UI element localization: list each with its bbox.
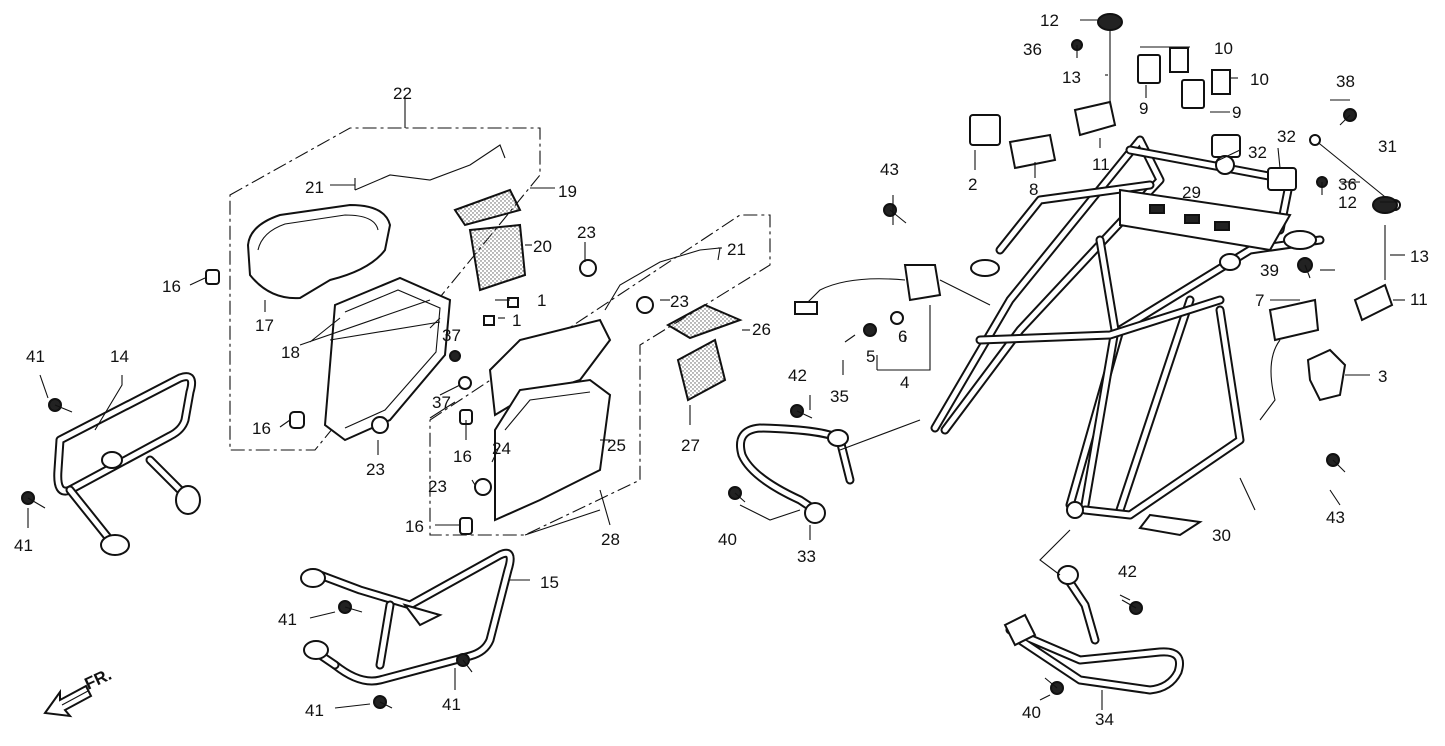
group-28-frame bbox=[429, 214, 771, 536]
crash-guard-14 bbox=[53, 372, 201, 556]
label-23d: 23 bbox=[428, 477, 447, 496]
label-5: 5 bbox=[866, 347, 875, 366]
label-13b: 13 bbox=[1410, 247, 1429, 266]
part-labels: 1 1 2 3 4 5 6 7 8 9 9 10 10 11 11 12 12 … bbox=[14, 11, 1429, 729]
label-14: 14 bbox=[110, 347, 129, 366]
label-42b: 42 bbox=[1118, 562, 1137, 581]
label-1a: 1 bbox=[537, 291, 546, 310]
label-31: 31 bbox=[1378, 137, 1397, 156]
label-29: 29 bbox=[1182, 183, 1201, 202]
bracket-21-right bbox=[604, 247, 721, 311]
label-11a: 11 bbox=[1092, 155, 1110, 174]
label-23c: 23 bbox=[366, 460, 385, 479]
label-7: 7 bbox=[1255, 291, 1264, 310]
label-2: 2 bbox=[968, 175, 977, 194]
label-35: 35 bbox=[830, 387, 849, 406]
label-8: 8 bbox=[1029, 180, 1038, 199]
grommets bbox=[205, 259, 654, 535]
label-16c: 16 bbox=[453, 447, 472, 466]
label-41c: 41 bbox=[278, 610, 297, 629]
label-36b: 36 bbox=[1338, 175, 1357, 194]
label-41d: 41 bbox=[442, 695, 461, 714]
label-23b: 23 bbox=[670, 292, 689, 311]
label-18: 18 bbox=[281, 343, 300, 362]
label-9b: 9 bbox=[1232, 103, 1241, 122]
label-36a: 36 bbox=[1023, 40, 1042, 59]
label-21a: 21 bbox=[305, 178, 324, 197]
label-25: 25 bbox=[607, 436, 626, 455]
label-9a: 9 bbox=[1139, 99, 1148, 118]
label-13a: 13 bbox=[1062, 68, 1081, 87]
label-43a: 43 bbox=[880, 160, 899, 179]
panel-19 bbox=[453, 188, 522, 227]
label-37b: 37 bbox=[432, 393, 451, 412]
bolts bbox=[21, 39, 1357, 709]
label-15: 15 bbox=[540, 573, 559, 592]
label-27: 27 bbox=[681, 436, 700, 455]
label-34: 34 bbox=[1095, 710, 1114, 729]
label-38: 38 bbox=[1336, 72, 1355, 91]
label-41a: 41 bbox=[26, 347, 45, 366]
label-24: 24 bbox=[492, 439, 511, 458]
label-22: 22 bbox=[393, 84, 412, 103]
side-cover-25 bbox=[494, 378, 612, 522]
label-19: 19 bbox=[558, 182, 577, 201]
electrical-parts bbox=[794, 13, 1401, 421]
label-42a: 42 bbox=[788, 366, 807, 385]
label-11b: 11 bbox=[1410, 290, 1428, 309]
label-17: 17 bbox=[255, 316, 274, 335]
crash-guard-34 bbox=[1003, 565, 1184, 695]
label-16d: 16 bbox=[405, 517, 424, 536]
label-40a: 40 bbox=[718, 530, 737, 549]
label-10a: 10 bbox=[1214, 39, 1233, 58]
label-32a: 32 bbox=[1277, 127, 1296, 146]
label-32b: 32 bbox=[1248, 143, 1267, 162]
label-37a: 37 bbox=[442, 326, 461, 345]
label-33: 33 bbox=[797, 547, 816, 566]
label-41b: 41 bbox=[14, 536, 33, 555]
panel-27 bbox=[676, 338, 727, 402]
label-16b: 16 bbox=[252, 419, 271, 438]
label-12a: 12 bbox=[1040, 11, 1059, 30]
label-40b: 40 bbox=[1022, 703, 1041, 722]
label-3: 3 bbox=[1378, 367, 1387, 386]
label-23a: 23 bbox=[577, 223, 596, 242]
bracket-21-left bbox=[354, 144, 506, 191]
crash-guard-15 bbox=[300, 548, 515, 686]
air-cleaner-cover-17 bbox=[246, 203, 392, 300]
label-39: 39 bbox=[1260, 261, 1279, 280]
group-22-frame bbox=[229, 127, 541, 451]
main-frame-30 bbox=[930, 135, 1325, 537]
label-26: 26 bbox=[752, 320, 771, 339]
label-43b: 43 bbox=[1326, 508, 1345, 527]
label-30: 30 bbox=[1212, 526, 1231, 545]
label-28: 28 bbox=[601, 530, 620, 549]
panel-20 bbox=[468, 223, 527, 292]
label-10b: 10 bbox=[1250, 70, 1269, 89]
label-41e: 41 bbox=[305, 701, 324, 720]
label-1b: 1 bbox=[512, 311, 521, 330]
label-4: 4 bbox=[900, 373, 909, 392]
leader-lines bbox=[27, 19, 1405, 710]
crash-guard-33 bbox=[736, 423, 855, 524]
front-direction-arrow: FR. bbox=[43, 665, 115, 718]
label-20: 20 bbox=[533, 237, 552, 256]
panel-26 bbox=[665, 303, 743, 340]
label-12b: 12 bbox=[1338, 193, 1357, 212]
label-6: 6 bbox=[898, 327, 907, 346]
side-cover-18 bbox=[323, 276, 452, 442]
label-16a: 16 bbox=[162, 277, 181, 296]
label-21b: 21 bbox=[727, 240, 746, 259]
